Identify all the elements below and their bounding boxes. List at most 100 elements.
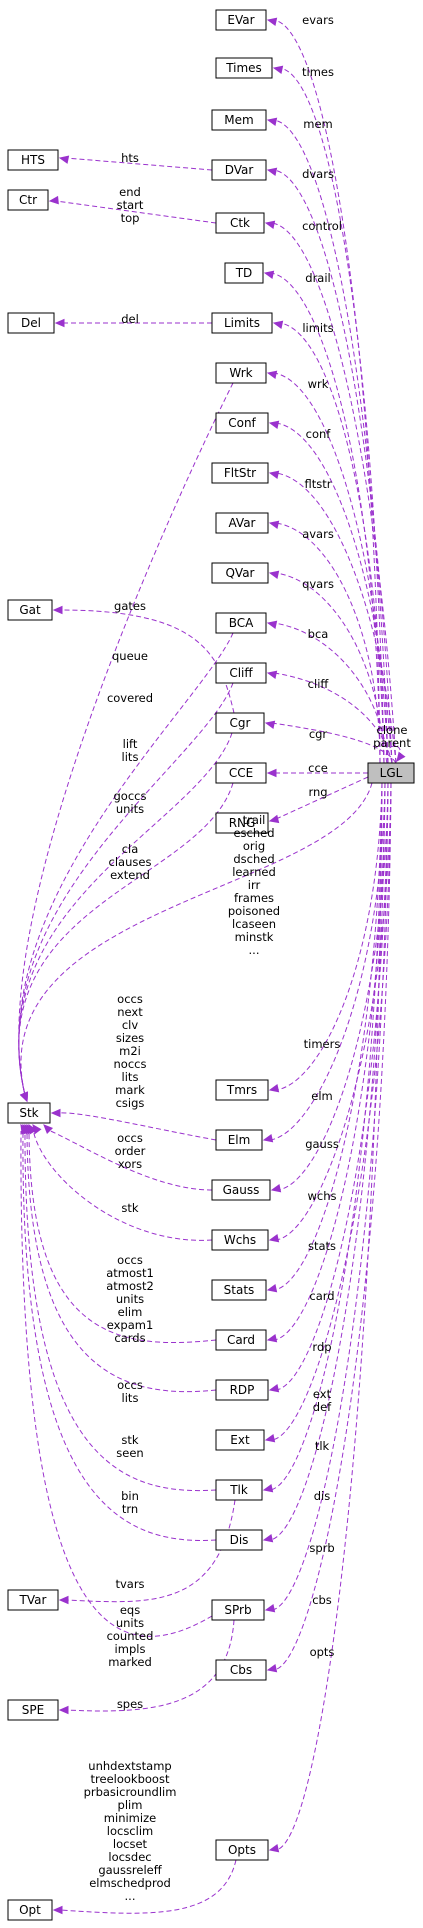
edge-label-wrk: wrk bbox=[308, 377, 329, 391]
edge-lgl-stk-arrowhead bbox=[19, 1091, 28, 1103]
edge-lgl-wrk bbox=[266, 370, 389, 764]
node-box bbox=[215, 812, 269, 834]
node-box bbox=[215, 212, 265, 234]
edge-label-covered: covered bbox=[107, 691, 153, 705]
edge-label-evars: evars bbox=[302, 13, 334, 27]
node-label: Wrk bbox=[229, 366, 252, 380]
node-label: SPE bbox=[22, 1703, 44, 1717]
node-box bbox=[215, 412, 269, 434]
edge-label-stats: stats bbox=[308, 1239, 336, 1253]
node-stats[interactable]: Stats bbox=[211, 1279, 267, 1301]
edge-lgl-fltstr-arrowhead bbox=[268, 470, 280, 479]
edge-label-stk: stk bbox=[121, 1201, 139, 1215]
node-rdp[interactable]: RDP bbox=[215, 1379, 269, 1401]
node-cce[interactable]: CCE bbox=[215, 762, 267, 784]
edge-lgl-times bbox=[272, 65, 385, 764]
node-ext[interactable]: Ext bbox=[215, 1429, 265, 1451]
node-elm[interactable]: Elm bbox=[215, 1129, 263, 1151]
edge-ctk-ctr bbox=[48, 195, 217, 224]
edge-label-wchs: wchs bbox=[307, 1189, 336, 1203]
edge-lgl-wchs-arrowhead bbox=[268, 1234, 280, 1243]
node-td[interactable]: TD bbox=[224, 262, 264, 284]
node-rng[interactable]: RNG bbox=[215, 812, 269, 834]
edge-lgl-cbs-arrowhead bbox=[266, 1664, 278, 1673]
node-ctr[interactable]: Ctr bbox=[7, 189, 49, 211]
node-bca[interactable]: BCA bbox=[215, 612, 267, 634]
edge-lgl-dvar bbox=[266, 167, 393, 764]
node-qvar[interactable]: QVar bbox=[211, 562, 269, 584]
node-del[interactable]: Del bbox=[7, 312, 55, 334]
node-gat[interactable]: Gat bbox=[7, 599, 53, 621]
edge-lgl-stats-arrowhead bbox=[266, 1284, 278, 1293]
edge-label-limits: limits bbox=[302, 321, 333, 335]
node-wchs[interactable]: Wchs bbox=[211, 1229, 269, 1251]
edge-lgl-cbs bbox=[266, 782, 392, 1673]
node-cliff[interactable]: Cliff bbox=[215, 662, 267, 684]
node-label: EVar bbox=[227, 13, 254, 27]
edge-label-rdp: rdp bbox=[312, 1340, 331, 1354]
node-label: Del bbox=[21, 316, 41, 330]
node-wrk[interactable]: Wrk bbox=[215, 362, 267, 384]
node-label: CCE bbox=[229, 766, 253, 780]
edge-label-del: del bbox=[121, 312, 139, 326]
edge-lgl-dis-arrowhead bbox=[262, 1534, 274, 1543]
node-dis[interactable]: Dis bbox=[215, 1529, 263, 1551]
node-mem[interactable]: Mem bbox=[211, 109, 267, 131]
node-box bbox=[215, 1429, 265, 1451]
node-card[interactable]: Card bbox=[215, 1329, 267, 1351]
edge-label-gauss: gauss bbox=[305, 1137, 339, 1151]
node-label: RNG bbox=[229, 816, 256, 830]
node-sprb[interactable]: SPrb bbox=[211, 1599, 265, 1621]
edge-label-bca: bca bbox=[308, 627, 329, 641]
node-cgr[interactable]: Cgr bbox=[215, 712, 265, 734]
node-label: Mem bbox=[224, 113, 253, 127]
node-limits[interactable]: Limits bbox=[211, 312, 273, 334]
node-hts[interactable]: HTS bbox=[7, 149, 59, 171]
node-gauss[interactable]: Gauss bbox=[211, 1179, 271, 1201]
node-spe[interactable]: SPE bbox=[7, 1699, 59, 1721]
node-dvar[interactable]: DVar bbox=[211, 159, 267, 181]
node-evar[interactable]: EVar bbox=[215, 9, 267, 31]
node-stk[interactable]: Stk bbox=[7, 1102, 51, 1124]
edge-sprb-spe bbox=[58, 1619, 235, 1715]
node-box bbox=[211, 109, 267, 131]
edge-lgl-wchs bbox=[268, 782, 392, 1243]
node-label: AVar bbox=[228, 516, 255, 530]
node-box bbox=[215, 9, 267, 31]
edge-lgl-ext-arrowhead bbox=[264, 1434, 276, 1443]
edge-lgl-conf-arrowhead bbox=[268, 420, 280, 429]
node-ctk[interactable]: Ctk bbox=[215, 212, 265, 234]
node-avar[interactable]: AVar bbox=[215, 512, 269, 534]
edge-lgl-avar-arrowhead bbox=[268, 520, 280, 529]
node-box bbox=[7, 1899, 53, 1921]
node-opts[interactable]: Opts bbox=[215, 1839, 269, 1861]
node-fltstr[interactable]: FltStr bbox=[211, 462, 269, 484]
node-tvar[interactable]: TVar bbox=[7, 1589, 59, 1611]
edge-elm-stk bbox=[50, 1108, 217, 1141]
edge-limits-del bbox=[54, 318, 212, 328]
node-lgl[interactable]: LGL bbox=[367, 762, 415, 784]
edge-dvar-hts bbox=[58, 155, 213, 171]
node-label: HTS bbox=[21, 153, 45, 167]
node-label: Gat bbox=[19, 603, 41, 617]
edge-lgl-cce-arrowhead bbox=[266, 768, 277, 778]
edge-sprb-spe-arrowhead bbox=[58, 1705, 69, 1715]
edge-lgl-wrk-arrowhead bbox=[266, 370, 278, 379]
edge-lgl-tlk-arrowhead bbox=[262, 1484, 274, 1493]
node-opt[interactable]: Opt bbox=[7, 1899, 53, 1921]
edge-gauss-stk-arrowhead bbox=[43, 1124, 54, 1135]
node-box bbox=[7, 599, 53, 621]
node-times[interactable]: Times bbox=[215, 57, 273, 79]
edge-label-tvars: tvars bbox=[115, 1577, 144, 1591]
node-tmrs[interactable]: Tmrs bbox=[215, 1079, 269, 1101]
edge-elm-stk-arrowhead bbox=[50, 1108, 61, 1118]
node-cbs[interactable]: Cbs bbox=[215, 1659, 267, 1681]
node-box bbox=[7, 1102, 51, 1124]
node-conf[interactable]: Conf bbox=[215, 412, 269, 434]
node-box bbox=[215, 1079, 269, 1101]
node-tlk[interactable]: Tlk bbox=[215, 1479, 263, 1501]
